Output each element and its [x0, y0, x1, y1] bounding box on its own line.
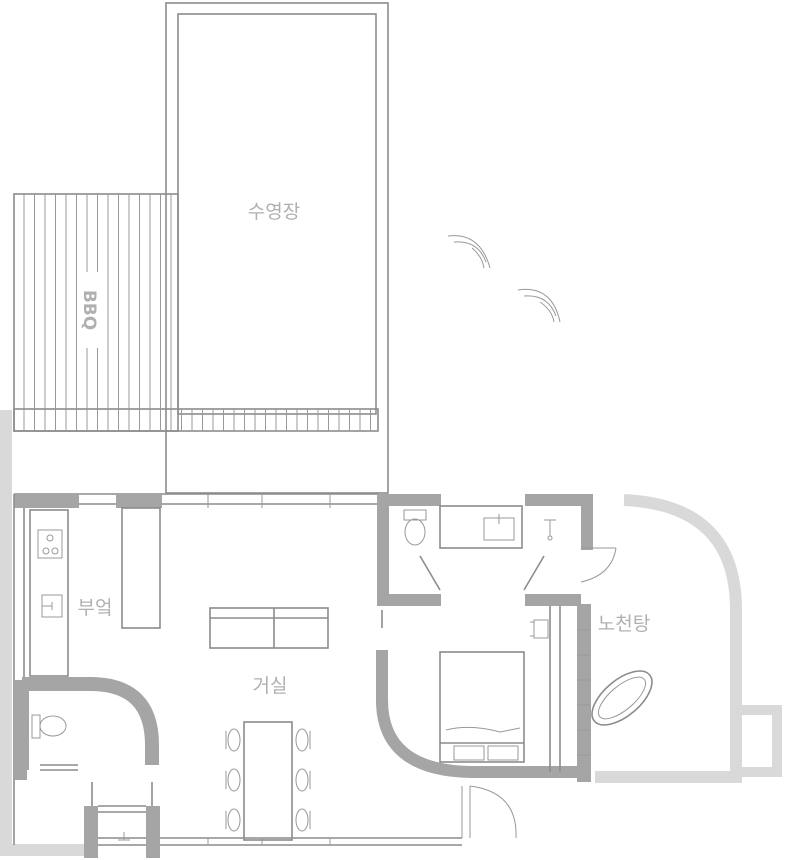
- cooktop-icon: [37, 529, 63, 559]
- outdoor-boundary-walls: [0, 410, 782, 856]
- bedside-lamp: [530, 619, 549, 639]
- sofa-icon: [209, 607, 329, 649]
- bathtub-icon: [591, 670, 653, 726]
- kitchen: 부엌: [29, 507, 161, 677]
- dining-chairs: [225, 728, 311, 832]
- kitchen-label: 부엌: [78, 597, 113, 619]
- bbq-label: BBQ: [79, 290, 99, 330]
- dining-chair: [295, 728, 311, 752]
- door-swing-icon: [461, 785, 517, 839]
- toilet-icon: [403, 509, 427, 546]
- plant-icon: [447, 235, 491, 269]
- lower-left-bath: [15, 677, 159, 780]
- outdoor-bath: 노천탕: [591, 613, 653, 726]
- toilet-icon: [31, 714, 67, 739]
- bedroom: [376, 604, 591, 839]
- shower-icon: [544, 519, 556, 541]
- deck-slats-strip: [23, 409, 371, 431]
- dining-chair: [295, 768, 311, 792]
- outdoor-bath-label: 노천탕: [598, 613, 650, 635]
- bathroom: [377, 494, 617, 606]
- living-label: 거실: [253, 675, 288, 697]
- sink-icon: [41, 594, 63, 618]
- door-swing-icon: [580, 547, 617, 583]
- entrance: [84, 782, 160, 858]
- plant-icon: [517, 288, 561, 323]
- dining-chair: [295, 808, 311, 832]
- dining-chair: [225, 808, 241, 832]
- dining-chair: [225, 728, 241, 752]
- sink-icon: [483, 514, 515, 541]
- pool-label: 수영장: [248, 201, 300, 223]
- living-room: 거실: [209, 607, 329, 841]
- dining-chair: [225, 768, 241, 792]
- pool: 수영장: [165, 2, 389, 494]
- dining-table-icon: [225, 721, 311, 841]
- building-walls: [13, 493, 462, 846]
- bed-icon: [439, 651, 525, 763]
- bbq-deck: BBQ: [13, 193, 379, 432]
